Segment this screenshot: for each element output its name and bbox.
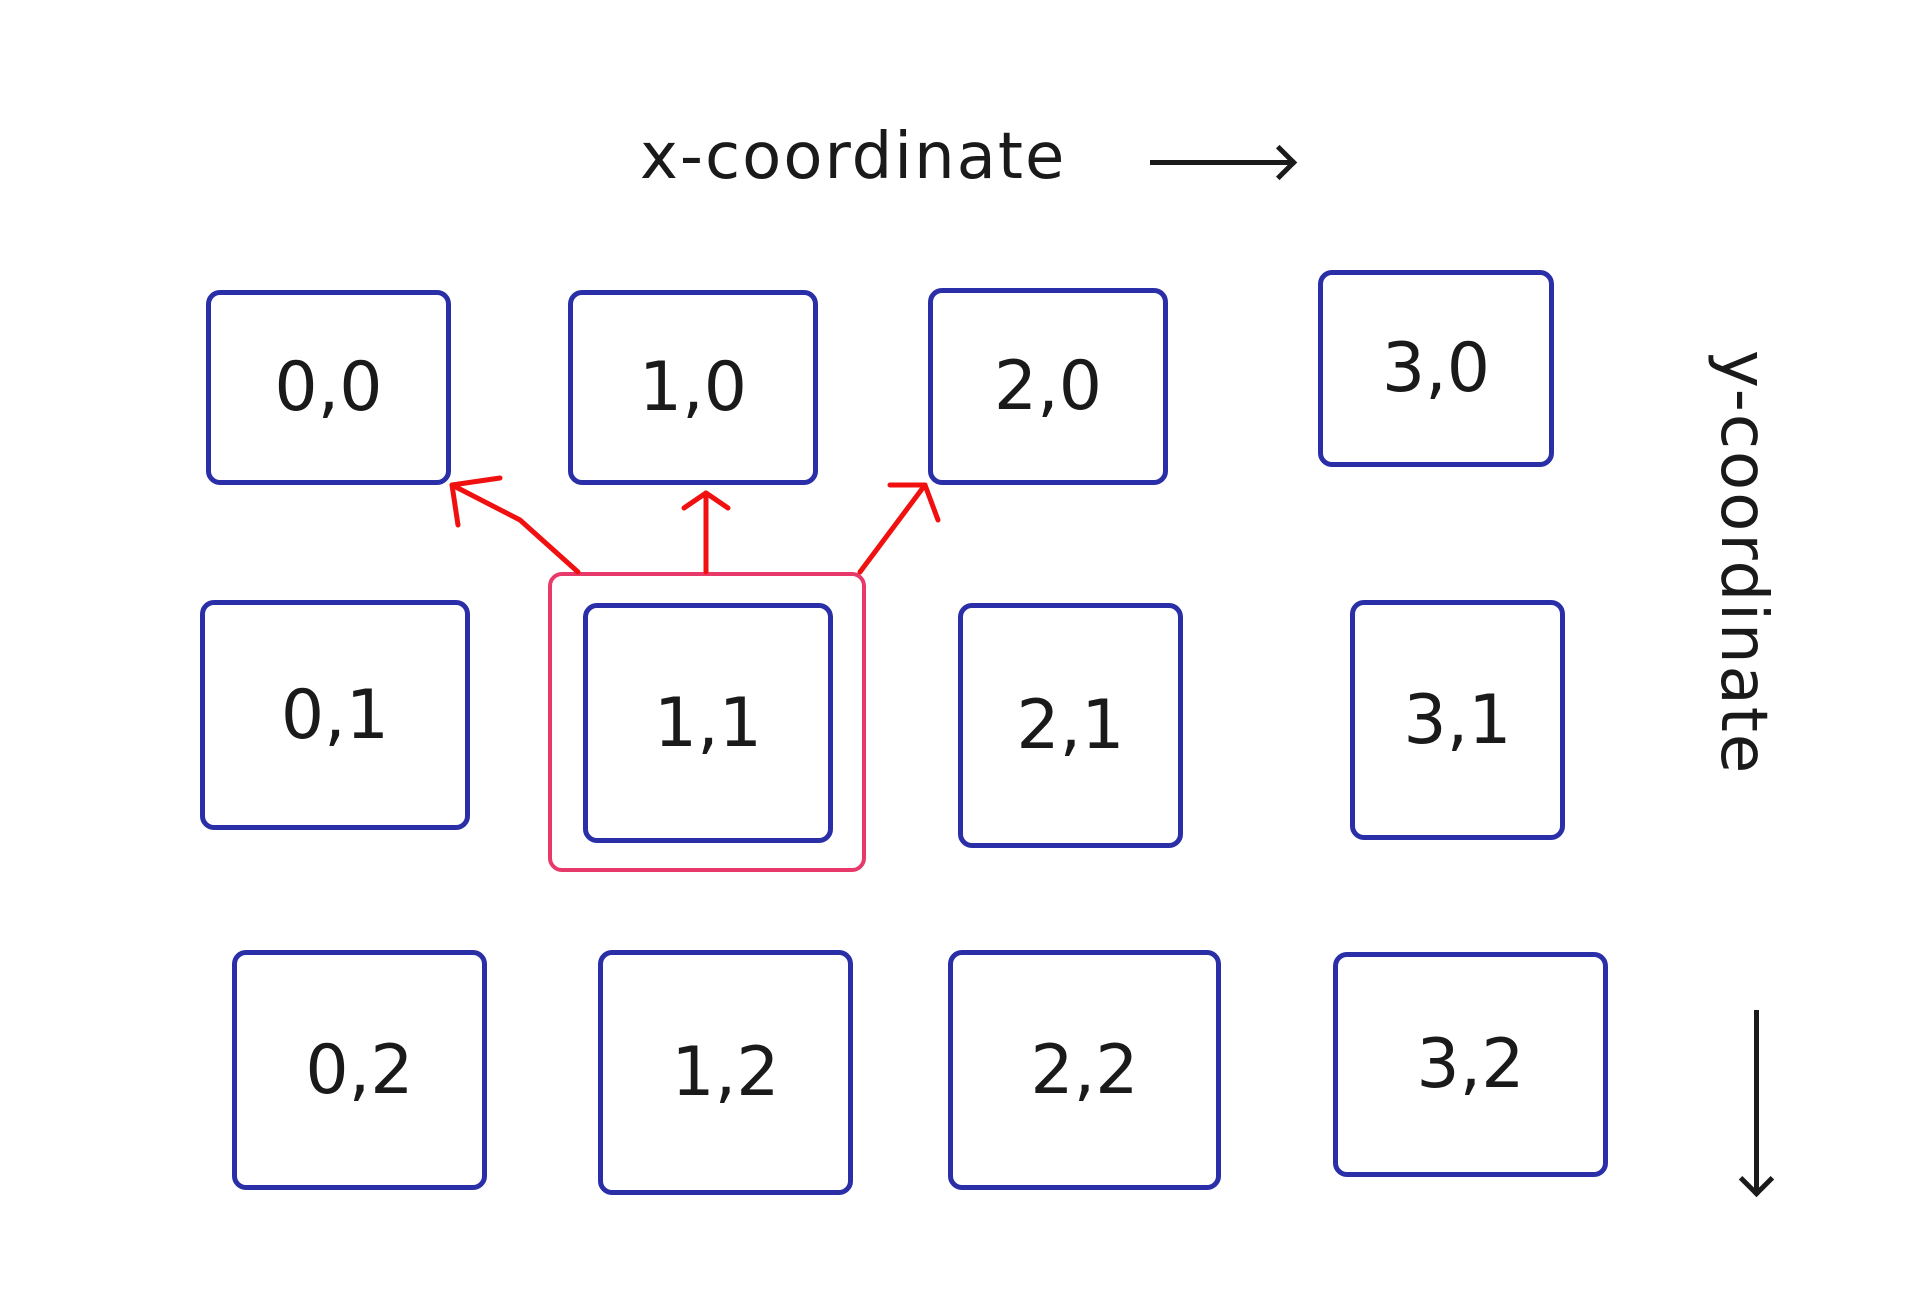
cell-label: 2,2 [1030, 1030, 1139, 1110]
cell-0-1: 0,1 [200, 600, 470, 830]
cell-0-0: 0,0 [206, 290, 451, 485]
cell-2-2: 2,2 [948, 950, 1221, 1190]
cell-label: 0,0 [274, 348, 383, 427]
cell-2-1: 2,1 [958, 603, 1183, 848]
cell-label: 3,1 [1403, 680, 1512, 760]
cell-label: 2,0 [993, 347, 1103, 426]
cell-label: 3,0 [1381, 329, 1491, 408]
cell-label: 1,2 [671, 1033, 780, 1112]
y-axis-label: y-coordinate [1706, 350, 1780, 776]
cell-3-1: 3,1 [1350, 600, 1565, 840]
x-arrow-icon [1150, 160, 1290, 165]
cell-label: 0,1 [280, 675, 390, 755]
cell-1-0: 1,0 [568, 290, 818, 485]
cell-label: 0,2 [305, 1030, 414, 1110]
cell-3-2: 3,2 [1333, 952, 1608, 1177]
cell-label: 1,1 [653, 683, 763, 763]
cell-label: 1,0 [638, 348, 748, 427]
cell-3-0: 3,0 [1318, 270, 1554, 467]
cell-label: 2,1 [1016, 686, 1125, 765]
x-axis-label: x-coordinate [640, 120, 1067, 194]
y-arrow-icon [1754, 1010, 1759, 1190]
cell-label: 3,2 [1416, 1025, 1525, 1104]
cell-1-1: 1,1 [583, 603, 833, 843]
cell-1-2: 1,2 [598, 950, 853, 1195]
cell-0-2: 0,2 [232, 950, 487, 1190]
cell-2-0: 2,0 [928, 288, 1168, 485]
